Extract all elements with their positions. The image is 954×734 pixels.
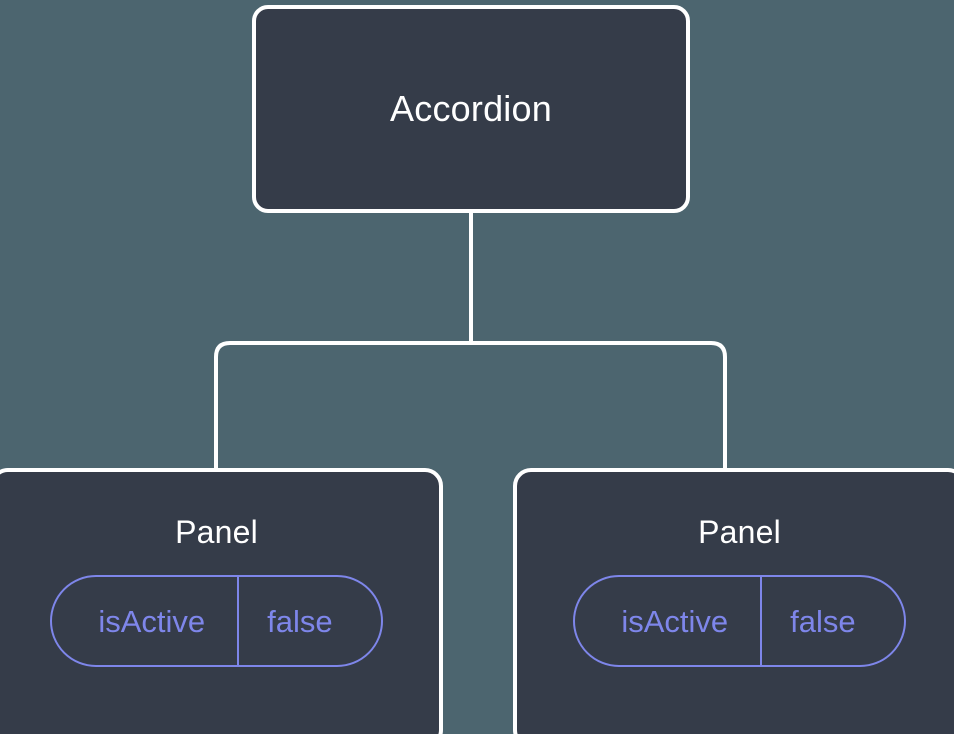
edge-branch-left bbox=[214, 341, 471, 470]
state-pill-right[interactable]: isActive false bbox=[573, 575, 906, 667]
node-panel-left[interactable]: Panel isActive false bbox=[0, 468, 443, 734]
node-panel-left-label: Panel bbox=[175, 514, 258, 550]
node-accordion[interactable]: Accordion bbox=[252, 5, 690, 213]
node-accordion-label: Accordion bbox=[390, 88, 552, 129]
node-panel-right-label: Panel bbox=[698, 514, 781, 550]
state-pill-right-value: false bbox=[790, 603, 856, 639]
state-pill-left[interactable]: isActive false bbox=[50, 575, 383, 667]
edge-branch-right bbox=[471, 341, 727, 470]
node-panel-right[interactable]: Panel isActive false bbox=[513, 468, 954, 734]
state-pill-left-value: false bbox=[267, 603, 333, 639]
state-pill-right-key: isActive bbox=[575, 577, 763, 665]
state-pill-left-key: isActive bbox=[52, 577, 240, 665]
